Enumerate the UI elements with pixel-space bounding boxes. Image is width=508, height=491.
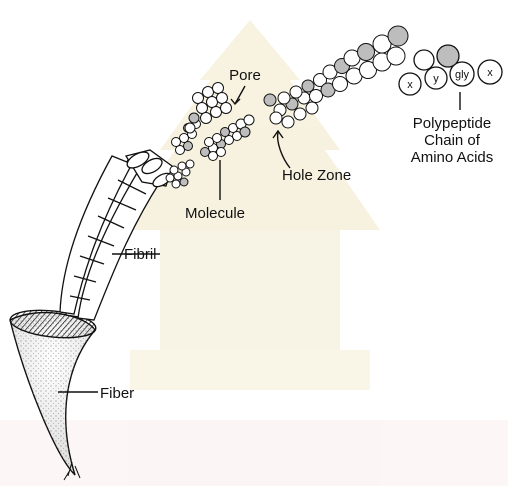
label-polypeptide-line2: Chain of [424,132,481,149]
label-polypeptide-line3: Amino Acids [411,149,494,166]
label-hole-zone: Hole Zone [282,167,351,184]
label-fiber: Fiber [100,385,134,402]
amino-acid-label-1: x [407,79,413,91]
amino-acid-label-4: x [487,67,493,79]
amino-acid-label-2: y [433,73,439,85]
label-polypeptide-line1: Polypeptide [413,115,491,132]
amino-acid-label-3: gly [455,69,470,81]
label-pore: Pore [229,67,261,84]
label-molecule: Molecule [185,205,245,222]
label-fibril: Fibril [124,246,157,263]
fibril-bundle [60,149,173,320]
